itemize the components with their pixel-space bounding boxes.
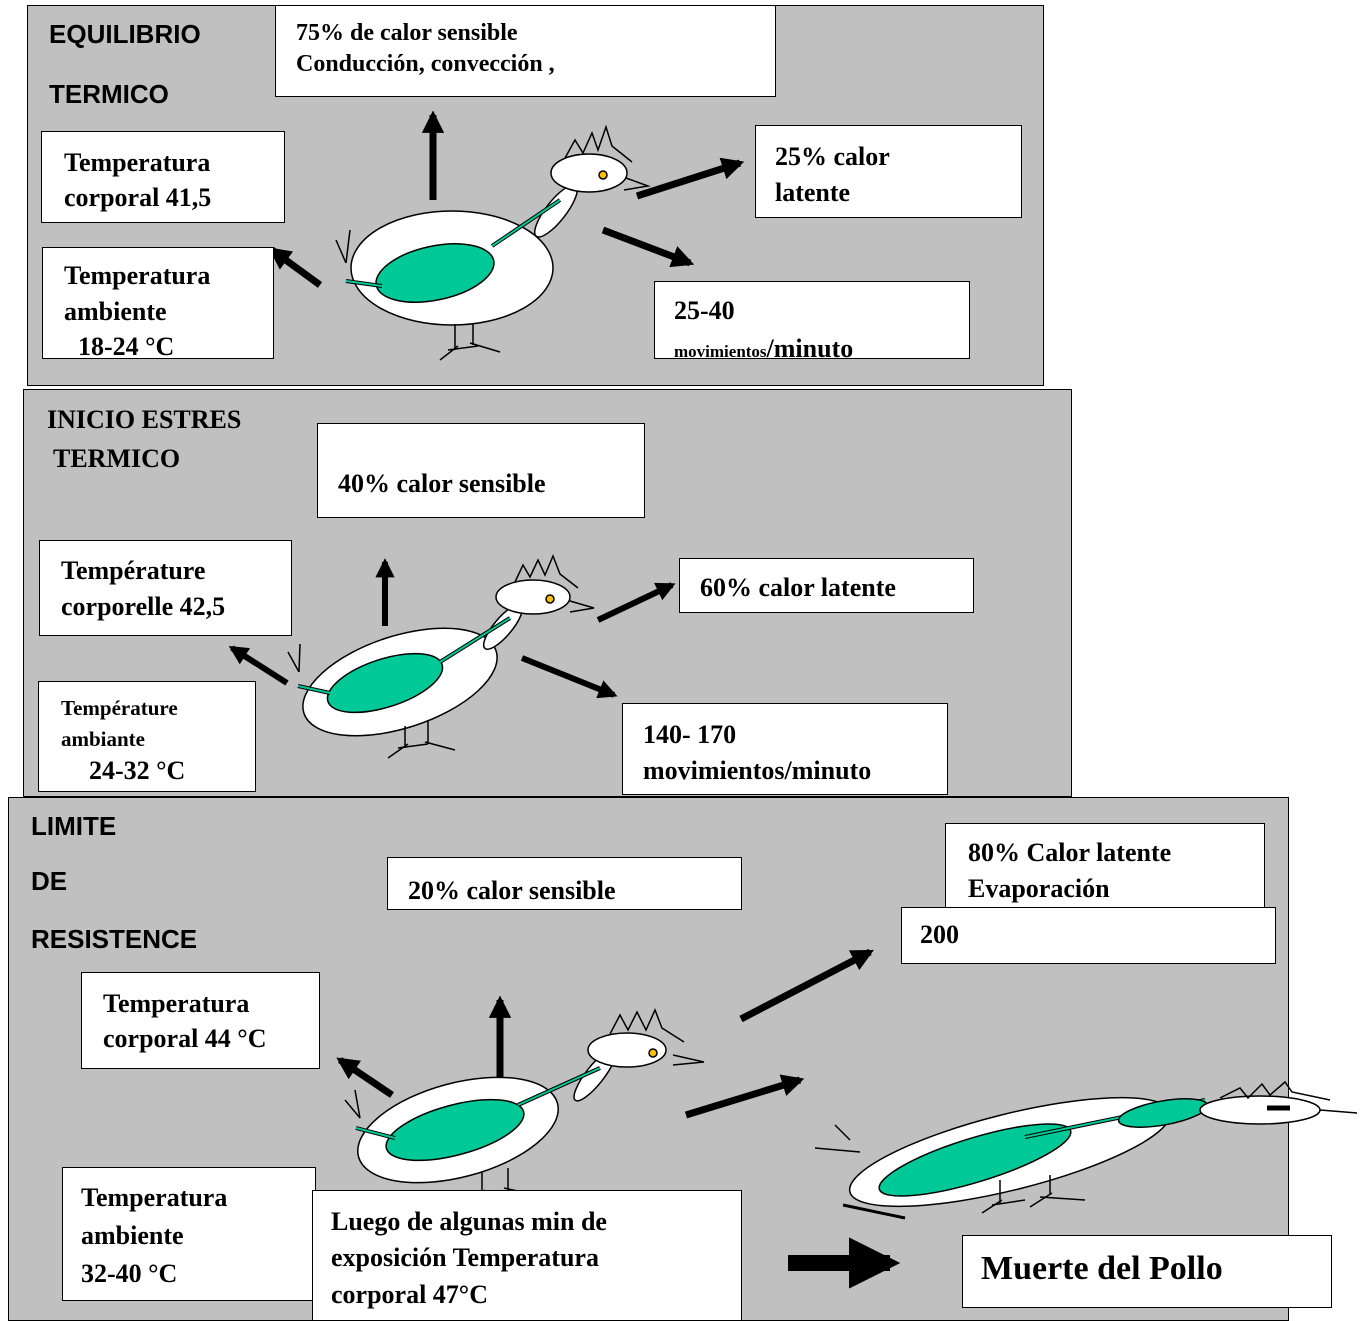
panel3-title-line2: DE [31,866,68,896]
panel1-title-line2: TERMICO [49,79,169,109]
ambient-temp-line2-3: ambiente [81,1221,184,1250]
chicken-drawing-3 [344,1008,705,1206]
chicken-drawing-1 [335,124,651,361]
respiration-rate-line1: 25-40 [674,296,735,325]
body-temp-line1-3: Temperatura [103,989,250,1018]
body-temp-line2-2: corporelle 42,5 [61,592,226,621]
ambient-temp-line2: ambiente [64,297,167,326]
collapsed-chicken-drawing [814,1080,1358,1220]
ambient-temp-line1-2: Température [61,696,178,720]
sensible-heat-box-2: 40% calor sensible [317,423,645,518]
latent-heat-line1-3: 80% Calor latente [968,838,1172,867]
exposure-note-line3: corporal 47°C [331,1280,488,1309]
body-temp-box-1: Temperatura corporal 41,5 [41,131,285,223]
panel2-title-line1: INICIO ESTRES [47,405,242,434]
sensible-heat-box-3: 20% calor sensible [387,857,742,910]
respiration-rate-unit-small: movimientos [674,342,767,359]
panel3-title-line1: LIMITE [31,811,117,841]
arrow-to-body-temp-1 [268,247,323,288]
panel1-title-line1: EQUILIBRIO [49,19,201,49]
latent-heat-line1: 25% calor [775,142,890,171]
respiration-rate-unit-large: /minuto [766,334,854,359]
ambient-temp-line1: Temperatura [64,261,211,290]
chicken-drawing-2 [287,554,595,759]
latent-heat-box-3: 80% Calor latente Evaporación [945,823,1265,911]
ambient-temp-line1-3: Temperatura [81,1183,228,1212]
sensible-heat-text-2: 40% calor sensible [338,469,546,498]
latent-heat-line2: latente [775,178,851,207]
body-temp-box-2: Température corporelle 42,5 [39,540,292,636]
arrow-to-body-temp-3 [336,1057,394,1098]
ambient-temp-box-1: Temperatura ambiente 18-24 °C [42,247,274,359]
respiration-rate-line1-2: 140- 170 [643,720,737,749]
arrow-to-movements-2 [520,655,618,699]
exposure-note-line2: exposición Temperatura [331,1243,599,1272]
respiration-rate-text-3: 200 [920,920,959,949]
arrow-to-body-temp-2 [228,645,289,686]
respiration-rate-line2-2: movimientos/minuto [643,756,872,785]
latent-heat-text-2: 60% calor latente [700,573,896,602]
body-temp-box-3: Temperatura corporal 44 °C [81,972,320,1069]
respiration-rate-line2: movimientos/minuto [674,334,854,359]
body-temp-line1: Temperatura [64,148,211,177]
sensible-heat-line1: 75% de calor sensible [296,20,518,46]
exposure-note-box: Luego de algunas min de exposición Tempe… [312,1190,742,1321]
respiration-rate-box-3: 200 [901,907,1276,964]
arrow-to-latent-3 [739,948,874,1023]
exposure-note-line1: Luego de algunas min de [331,1207,607,1236]
ambient-temp-line3-3: 32-40 °C [81,1259,178,1288]
death-outcome-text: Muerte del Pollo [981,1250,1223,1287]
panel2-title-line2: TERMICO [53,444,181,473]
body-temp-line2-3: corporal 44 °C [103,1024,267,1053]
ambient-temp-line3-2: 24-32 °C [89,756,186,785]
ambient-temp-box-2: Température ambiante 24-32 °C [38,681,256,792]
ambient-temp-box-3: Temperatura ambiente 32-40 °C [62,1167,316,1301]
respiration-rate-box-2: 140- 170 movimientos/minuto [622,703,948,795]
latent-heat-line2-3: Evaporación [968,874,1110,903]
ambient-temp-line3: 18-24 °C [78,332,175,359]
arrow-to-latent-1 [635,157,745,200]
death-outcome-box: Muerte del Pollo [962,1235,1332,1308]
body-temp-line1-2: Température [61,556,206,585]
respiration-rate-box-1: 25-40 movimientos/minuto [654,281,970,359]
panel3-title-line3: RESISTENCE [31,924,198,954]
body-temp-line2: corporal 41,5 [64,183,212,212]
latent-heat-box-1: 25% calor latente [755,125,1022,218]
latent-heat-box-2: 60% calor latente [679,558,974,613]
arrow-to-collapsed-chicken [684,1074,805,1119]
arrow-to-latent-2 [596,582,676,623]
ambient-temp-line2-2: ambiante [61,727,145,751]
sensible-heat-line2: Conducción, convección , [296,51,555,77]
sensible-heat-box-1: 75% de calor sensible Conducción, convec… [275,5,776,97]
sensible-heat-text-3: 20% calor sensible [408,876,616,905]
arrow-to-movements-1 [601,226,695,268]
